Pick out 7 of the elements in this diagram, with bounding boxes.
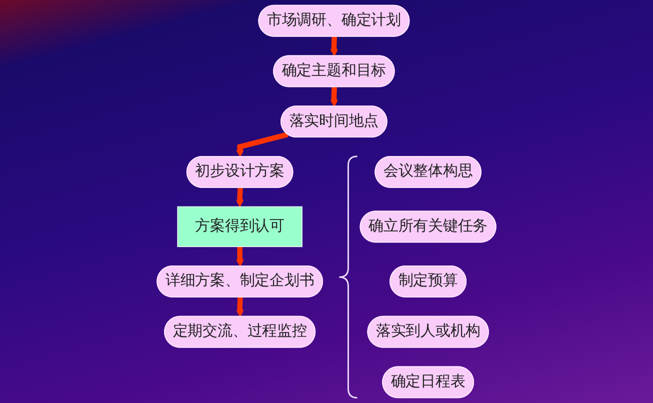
arrow <box>236 188 244 208</box>
arrow <box>330 87 338 107</box>
arrow <box>236 297 244 318</box>
arrow <box>330 36 338 56</box>
arrow <box>236 246 244 267</box>
node-box: 方案得到认可 <box>177 206 302 248</box>
arrow <box>236 132 288 158</box>
